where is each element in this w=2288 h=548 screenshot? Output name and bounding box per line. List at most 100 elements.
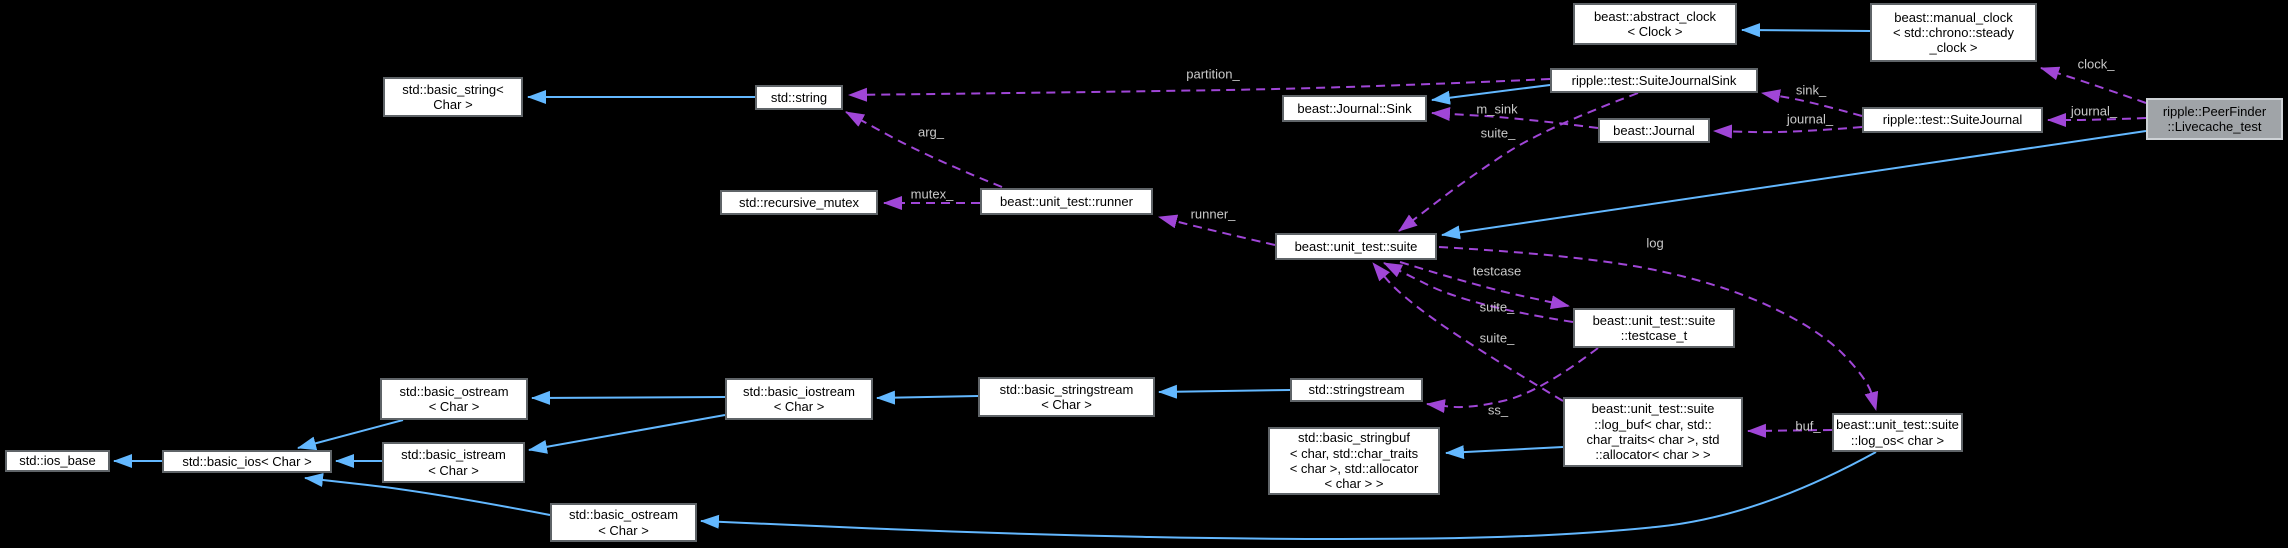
node-label-line: std::recursive_mutex [739, 194, 859, 210]
edge-livecache-to-suite [1441, 130, 2147, 240]
node-recursive-mutex[interactable]: std::recursive_mutex [720, 190, 878, 215]
node-suitejournal[interactable]: ripple::test::SuiteJournal [1862, 107, 2043, 133]
node-label-line: std::stringstream [1308, 382, 1405, 398]
node-label-line: beast::Journal::Sink [1297, 100, 1412, 116]
edge-testcase [1399, 261, 1570, 310]
node-label-line: < Clock > [1627, 24, 1683, 39]
node-label-line: < char, std::char_traits [1289, 445, 1419, 461]
node-string[interactable]: std::string [755, 85, 843, 110]
node-label-line: beast::unit_test::suite [1592, 312, 1716, 328]
node-label-line: < Char > [598, 522, 649, 538]
node-basic-ostream-1[interactable]: std::basic_ostream< Char > [380, 378, 528, 420]
node-journal-sink[interactable]: beast::Journal::Sink [1282, 95, 1427, 122]
node-unit-test-runner[interactable]: beast::unit_test::runner [980, 188, 1153, 215]
node-basic-stringbuf[interactable]: std::basic_stringbuf< char, std::char_tr… [1268, 427, 1440, 495]
edge-label-sink: sink_ [1795, 82, 1827, 98]
edge-testcase-t-suite [1383, 262, 1574, 323]
edge-manual-clock-to-abstract-clock [1741, 23, 1871, 38]
node-livecache-test: ripple::PeerFinder::Livecache_test [2146, 98, 2283, 140]
node-label-line: beast::abstract_clock [1593, 8, 1717, 24]
node-label-line: ripple::PeerFinder [2162, 103, 2267, 119]
node-label-line: < Char > [773, 399, 825, 414]
node-label-line: std::basic_istream [401, 447, 506, 463]
edge-label-buf: buf_ [1795, 418, 1821, 434]
edge-log-buf-to-basic-stringbuf [1445, 445, 1564, 460]
node-label-line: Char > [433, 97, 473, 112]
edge-label-ss: ss_ [1487, 402, 1509, 418]
edge-label-arg: arg_ [917, 124, 945, 140]
node-label-line: std::basic_stringstream [999, 381, 1134, 397]
node-label-line: beast::unit_test::runner [1000, 193, 1133, 209]
node-manual-clock[interactable]: beast::manual_clock< std::chrono::steady… [1870, 3, 2037, 62]
node-suitejournalsink[interactable]: ripple::test::SuiteJournalSink [1550, 68, 1758, 93]
node-testcase-t[interactable]: beast::unit_test::suite::testcase_t [1573, 308, 1735, 348]
node-label-line: < Char > [1041, 397, 1092, 412]
node-basic-ostream-2[interactable]: std::basic_ostream< Char > [550, 503, 697, 542]
edge-basic-iostream-to-basic-ostream [531, 390, 726, 405]
edge-livecache-journal [2047, 113, 2147, 127]
node-basic-istream[interactable]: std::basic_istream< Char > [382, 442, 525, 483]
node-journal[interactable]: beast::Journal [1598, 118, 1710, 143]
edge-arg [845, 111, 1003, 188]
edge-log [1438, 246, 1879, 411]
node-label-line: beast::unit_test::suite [1294, 238, 1418, 254]
node-basic-ios[interactable]: std::basic_ios< Char > [162, 450, 332, 473]
edge-suitejournalsink-suite [1398, 92, 1639, 232]
edge-suitejournalsink-to-journal-sink [1431, 84, 1551, 105]
edge-log-os-to-basic-ostream2 [700, 451, 1877, 540]
node-label-line: _clock > [1929, 40, 1978, 56]
node-label-line: beast::manual_clock [1894, 9, 2013, 25]
node-label-line: std::string [770, 89, 828, 105]
node-abstract-clock[interactable]: beast::abstract_clock< Clock > [1573, 3, 1737, 45]
edge-basic-ostream-to-basic-ios [297, 419, 404, 451]
edge-label-testcase: testcase [1472, 263, 1522, 279]
node-label-line: std::basic_ios< Char > [182, 453, 312, 469]
edge-sink [1761, 89, 1863, 117]
edge-label-partition: partition_ [1186, 66, 1240, 82]
edge-label-mutex: mutex_ [910, 186, 954, 202]
node-label-line: std::basic_iostream [743, 383, 855, 399]
edge-label-suitejournalsink-suite: suite_ [1480, 125, 1516, 141]
node-label-line: ::log_buf< char, std:: [1594, 416, 1712, 432]
edge-label-log-buf-suite: suite_ [1479, 330, 1515, 346]
node-label-line: std::basic_ostream [568, 507, 679, 523]
edge-ss [1426, 347, 1599, 414]
edge-label-testcase-t-suite: suite_ [1479, 299, 1515, 315]
node-label-line: char_traits< char >, std [1586, 432, 1720, 447]
node-label-line: beast::unit_test::suite [1836, 417, 1959, 433]
node-log-os[interactable]: beast::unit_test::suite::log_os< char > [1832, 413, 1963, 452]
node-label-line: < std::chrono::steady [1892, 24, 2015, 40]
node-unit-test-suite[interactable]: beast::unit_test::suite [1275, 233, 1437, 260]
node-label-line: < Char > [428, 399, 480, 414]
edge-log-buf-suite [1372, 262, 1564, 402]
node-label-line: std::basic_stringbuf [1297, 430, 1410, 446]
node-label-line: < char > > [1324, 476, 1384, 492]
node-basic-stringstream[interactable]: std::basic_stringstream< Char > [978, 377, 1155, 417]
node-label-line: ::log_os< char > [1850, 432, 1945, 448]
edge-partition [848, 78, 1551, 102]
edge-label-clock: clock_ [2077, 56, 2115, 72]
node-label-line: ripple::test::SuiteJournalSink [1571, 72, 1737, 88]
node-label-line: < char >, std::allocator [1289, 461, 1419, 476]
edge-suitejournal-journal [1713, 124, 1863, 139]
node-stringstream[interactable]: std::stringstream [1290, 378, 1423, 402]
edge-clock [2040, 66, 2147, 104]
edge-label-log: log [1646, 235, 1664, 251]
edge-label-m-sink: m_sink [1476, 101, 1518, 117]
node-label-line: beast::unit_test::suite [1591, 401, 1715, 417]
node-label-line: ::testcase_t [1620, 328, 1688, 343]
edge-basic-iostream-to-basic-istream [528, 414, 726, 454]
node-basic-string[interactable]: std::basic_string<Char > [383, 77, 523, 117]
edge-basic-stringstream-to-basic-iostream [876, 390, 979, 405]
node-basic-iostream[interactable]: std::basic_iostream< Char > [725, 378, 873, 420]
edge-label-runner: runner_ [1190, 206, 1236, 222]
node-label-line: std::basic_string< [402, 81, 504, 97]
node-log-buf[interactable]: beast::unit_test::suite::log_buf< char, … [1563, 397, 1743, 467]
edge-basic-ostream2-to-basic-ios [304, 473, 551, 516]
node-label-line: ::Livecache_test [2167, 119, 2262, 134]
edge-label-livecache-journal: journal_ [2070, 103, 2118, 119]
node-ios-base[interactable]: std::ios_base [5, 450, 110, 472]
node-label-line: ripple::test::SuiteJournal [1882, 112, 2023, 128]
